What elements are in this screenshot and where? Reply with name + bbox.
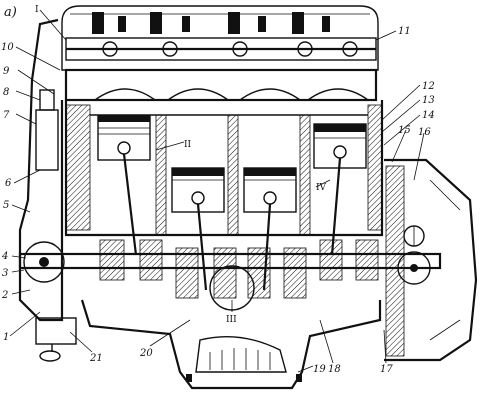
callout-18: 18: [328, 364, 341, 375]
piston-3: [243, 167, 297, 291]
cylinder-head: [64, 68, 378, 102]
callout-20: 20: [139, 348, 153, 359]
callout-11: 11: [398, 26, 411, 37]
callout-7: 7: [3, 110, 10, 121]
callout-9: 9: [3, 66, 10, 77]
pistons: [97, 115, 367, 291]
callout-roman-I: I: [35, 5, 39, 15]
callout-14: 14: [422, 110, 435, 121]
callout-8: 8: [3, 87, 9, 98]
engine-block: [64, 100, 384, 237]
callout-16: 16: [418, 127, 431, 138]
callout-10: 10: [1, 42, 14, 53]
piston-1: [97, 115, 151, 256]
callout-5: 5: [3, 200, 9, 211]
crankshaft: [18, 239, 442, 311]
callout-15: 15: [398, 125, 411, 136]
piston-2: [171, 167, 225, 291]
callout-1: 1: [3, 332, 9, 343]
callout-17: 17: [380, 364, 393, 375]
panel-label-a: а): [4, 5, 17, 20]
callout-13: 13: [422, 95, 435, 106]
camshaft-valve-train: [65, 12, 377, 61]
callout-labels: 1 2 3 4 5 6 7 8 9 10 11 12 13 14 15 16 1…: [1, 5, 435, 375]
callout-4: 4: [1, 251, 8, 262]
callout-leaders: [9, 9, 425, 373]
callout-3: 3: [2, 268, 8, 279]
panel-label: а): [4, 5, 17, 20]
callout-roman-III: III: [226, 315, 237, 325]
callout-2: 2: [1, 290, 8, 301]
callout-21: 21: [89, 353, 103, 364]
callout-roman-II: II: [184, 140, 192, 150]
callout-12: 12: [422, 81, 435, 92]
callout-6: 6: [5, 178, 12, 189]
piston-4: [313, 123, 367, 256]
valve-cover: [61, 5, 379, 71]
callout-roman-IV: IV: [316, 183, 327, 193]
front-cover-timing: [18, 18, 65, 322]
flywheel-clutch: [384, 158, 478, 362]
oil-filter: [35, 317, 77, 362]
callout-19: 19: [313, 364, 326, 375]
oil-pan: [80, 299, 382, 390]
